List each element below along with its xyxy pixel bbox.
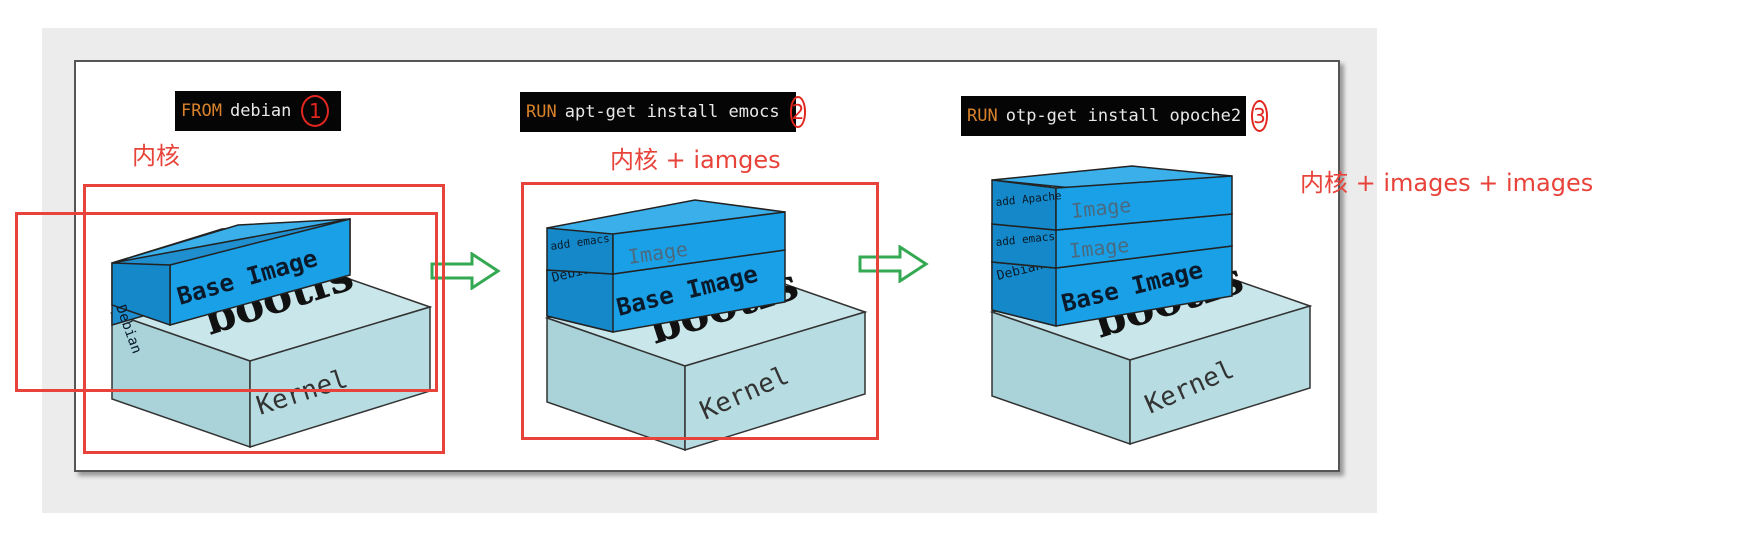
highlight-box-stack-2 xyxy=(521,182,879,440)
command-step-1: FROM debian 1 xyxy=(175,91,341,131)
command-text: apt-get install emocs xyxy=(564,102,780,122)
arrow-right-icon xyxy=(430,251,501,291)
command-step-2: RUN apt-get install emocs 2 xyxy=(520,92,807,132)
layer-stack-3: Kernel bootfs Base Image Debian Image ad… xyxy=(990,162,1320,452)
layer-stack-2: Kernel bootfs Base Image Debian Image ad… xyxy=(545,198,875,458)
layer-stack-3-graphic: Kernel bootfs Base Image Debian Image ad… xyxy=(990,165,1313,446)
layer-stack-1-graphic: Kernel bootfs Base Image Debian xyxy=(110,218,433,449)
command-keyword: FROM xyxy=(181,101,222,121)
highlight-box-kernel-stack xyxy=(83,184,445,454)
command-step-3: RUN otp-get install opoche2 3 xyxy=(961,96,1268,136)
annotation-step-2: 内核 + iamges xyxy=(610,146,781,174)
highlight-box-overlap xyxy=(15,212,438,392)
layer-stack-2-graphic: Kernel bootfs Base Image Debian Image ad… xyxy=(545,199,868,452)
annotation-step-1: 内核 xyxy=(132,142,180,170)
command-text: debian xyxy=(229,101,292,121)
arrow-right-icon xyxy=(858,244,929,284)
annotation-step-3: 内核 + images + images xyxy=(1300,169,1594,197)
command-text: otp-get install opoche2 xyxy=(1005,106,1242,126)
step-number-badge: 2 xyxy=(789,96,807,128)
layer-stack-1: Kernel bootfs Base Image Debian xyxy=(110,215,440,455)
arrow-1 xyxy=(430,251,502,294)
step-number-badge: 1 xyxy=(301,95,330,127)
step-number-badge: 3 xyxy=(1251,100,1268,132)
add-emacs-label: add emacs xyxy=(995,230,1056,249)
arrow-2 xyxy=(858,244,930,287)
command-keyword: RUN xyxy=(967,106,998,126)
command-keyword: RUN xyxy=(526,102,557,122)
